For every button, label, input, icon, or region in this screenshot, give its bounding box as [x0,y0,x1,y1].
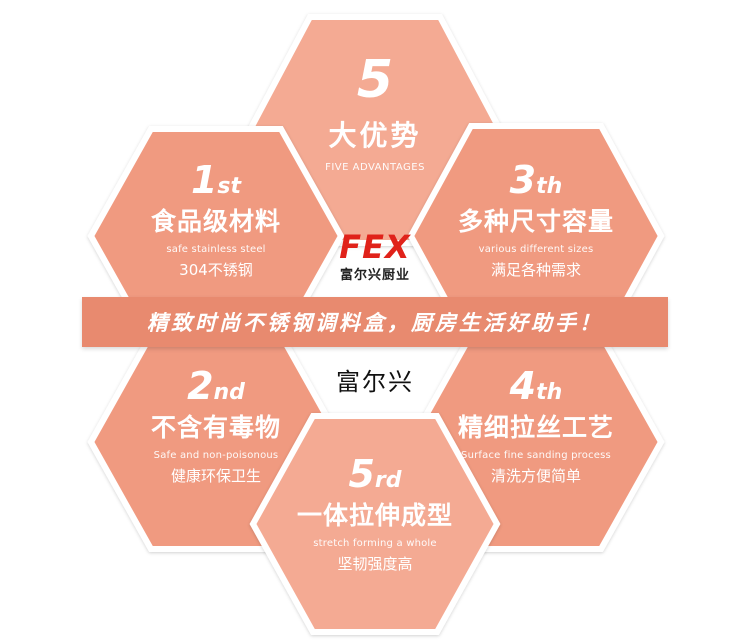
advantage-5-number: 5rd [348,452,402,496]
advantage-5-en: stretch forming a whole [313,538,437,549]
center-top-subtitle: FIVE ADVANTAGES [325,162,425,173]
advantage-4-title: 精细拉丝工艺 [457,413,614,442]
advantage-5: 5rd 一体拉伸成型 stretch forming a whole 坚韧强度高 [265,452,485,574]
advantage-2-en: Safe and non-poisonous [153,450,279,461]
advantage-2-title: 不含有毒物 [150,413,281,442]
advantage-2-number: 2nd [187,364,245,408]
advantage-3-en: various different sizes [478,244,594,255]
advantage-1-cn: 304不锈钢 [179,261,253,279]
advantage-3: 3th 多种尺寸容量 various different sizes 满足各种需… [426,158,646,280]
hexagon-5rd [249,413,501,635]
advantage-3-title: 多种尺寸容量 [457,207,614,236]
advantage-2-cn: 健康环保卫生 [170,467,261,485]
advantage-1-title: 食品级材料 [150,207,281,236]
center-brand-name: 富尔兴 [336,368,414,396]
advantage-1-en: safe stainless steel [166,244,266,255]
brand-logo: FEX 富尔兴厨业 [326,231,424,283]
advantage-5-cn: 坚韧强度高 [337,555,413,573]
slogan-banner: 精致时尚不锈钢调料盒，厨房生活好助手！ [82,297,668,347]
advantage-5-title: 一体拉伸成型 [296,501,453,530]
advantage-2: 2nd 不含有毒物 Safe and non-poisonous 健康环保卫生 [106,364,326,486]
advantage-3-number: 3th [509,158,563,202]
advantage-3-cn: 满足各种需求 [490,261,581,279]
advantage-1-number: 1st [190,158,242,202]
logo-mark: FEX [339,228,411,266]
advantage-4-number: 4th [509,364,563,408]
slogan-text: 精致时尚不锈钢调料盒，厨房生活好助手！ [147,310,603,335]
advantage-4-en: Surface fine sanding process [461,450,611,461]
center-top-title: 大优势 [328,119,422,152]
center-top-number: 5 [356,50,394,110]
advantage-4-cn: 清洗方便简单 [490,467,581,485]
advantage-1: 1st 食品级材料 safe stainless steel 304不锈钢 [106,158,326,280]
advantage-4: 4th 精细拉丝工艺 Surface fine sanding process … [426,364,646,486]
center-top-block: 5 大优势 FIVE ADVANTAGES [290,52,460,173]
logo-subtitle: 富尔兴厨业 [339,268,410,283]
